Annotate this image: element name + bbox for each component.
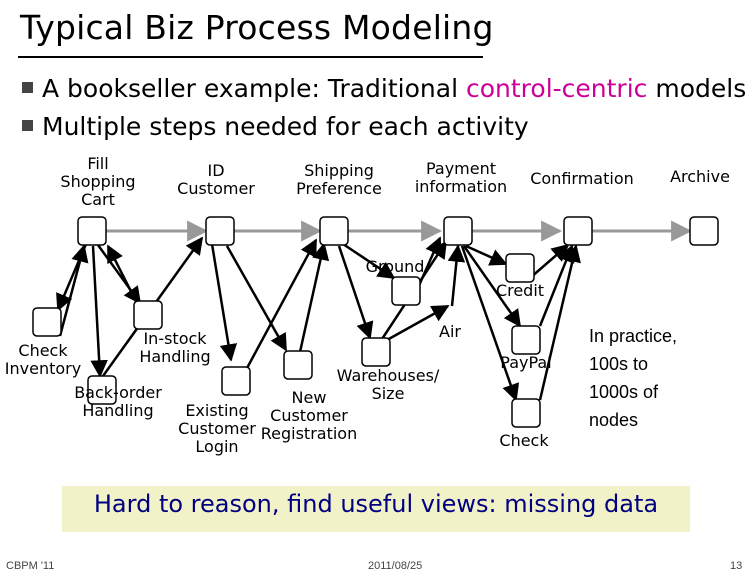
node-check: [511, 398, 541, 428]
node-fill-cart: [77, 216, 107, 246]
flow-edge: [210, 243, 238, 362]
flow-edge: [225, 245, 288, 352]
node-instock: [133, 300, 163, 330]
bullet-2: Multiple steps needed for each activity: [22, 112, 529, 141]
flow-edge: [337, 245, 374, 340]
note-in-practice: In practice, 100s to 1000s of nodes: [589, 326, 678, 430]
node-payment: [443, 216, 473, 246]
label-new-customer: New Customer Registration: [260, 388, 358, 443]
bullet-1-text: A bookseller example: Traditional: [42, 74, 466, 103]
footer-page-number: 13: [730, 560, 743, 572]
label-id-customer: ID Customer: [177, 161, 255, 198]
bullet-1-highlight: control-centric: [465, 74, 648, 103]
node-ground: [391, 276, 421, 306]
label-credit: Credit: [495, 281, 545, 300]
label-check: Check: [499, 431, 549, 450]
label-confirmation: Confirmation: [530, 169, 634, 188]
label-warehouses: Warehouses/ Size: [336, 366, 440, 403]
label-check-inventory: Check Inventory: [4, 341, 82, 378]
footer-conference: CBPM '11: [6, 560, 55, 572]
flow-edge: [90, 245, 108, 378]
flow-edge: [298, 242, 330, 353]
node-existing: [221, 366, 251, 396]
flow-edge: [465, 244, 508, 266]
flow-edge: [244, 238, 318, 371]
node-paypal: [511, 325, 541, 355]
label-paypal: PayPal: [500, 353, 552, 372]
node-archive: [689, 216, 719, 246]
flow-edge: [460, 245, 520, 402]
bullet-1-tail: models: [647, 74, 747, 103]
node-new-customer: [283, 350, 313, 380]
node-warehouses: [361, 337, 391, 367]
flow-edge: [447, 244, 466, 307]
node-backorder: [87, 375, 117, 405]
flow-edge: [342, 242, 396, 280]
branch-flows: [56, 236, 581, 402]
flow-edge: [462, 245, 522, 328]
label-existing: Existing Customer Login: [178, 401, 256, 456]
callout-box: [62, 486, 690, 532]
square-bullet-icon: [22, 120, 33, 131]
flow-edge: [386, 304, 450, 342]
slide-title: Typical Biz Process Modeling: [20, 8, 494, 47]
flow-edge: [415, 236, 442, 291]
label-shipping: Shipping Preference: [296, 161, 382, 198]
title-underline: [18, 56, 483, 58]
callout-text: Hard to reason, find useful views: missi…: [93, 490, 659, 518]
label-archive: Archive: [670, 167, 730, 186]
label-backorder: Back-order Handling: [74, 383, 162, 420]
label-fill-cart: Fill Shopping Cart: [60, 154, 136, 209]
bullet-2-text: Multiple steps needed for each activity: [42, 112, 529, 141]
label-instock: In-stock Handling: [139, 329, 211, 366]
node-credit: [505, 253, 535, 283]
node-shipping: [319, 216, 349, 246]
node-confirmation: [563, 216, 593, 246]
flow-edge: [58, 244, 89, 337]
footer-date: 2011/08/25: [368, 560, 423, 572]
flow-edge: [538, 244, 581, 401]
square-bullet-icon: [22, 82, 33, 93]
bullet-1: A bookseller example: Traditional contro…: [22, 74, 746, 103]
nodes: [32, 216, 719, 428]
node-check-inventory: [32, 307, 62, 337]
label-ground: Ground: [365, 257, 425, 276]
label-payment: Payment information: [414, 159, 508, 196]
label-air: Air: [439, 322, 461, 341]
node-id-customer: [205, 216, 235, 246]
